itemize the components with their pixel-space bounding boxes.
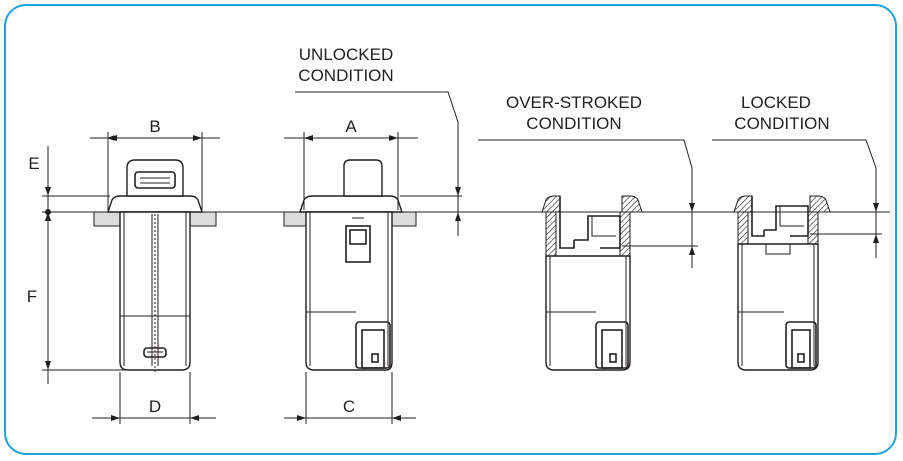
dimension-E: E (28, 146, 110, 221)
dimension-B: B (90, 117, 220, 210)
label-F: F (27, 287, 37, 306)
unlocked-label-line1: UNLOCKED (299, 45, 393, 64)
dimension-A: A (284, 117, 418, 210)
label-A: A (345, 117, 357, 136)
label-B: B (149, 117, 160, 136)
over-stroked-label-line1: OVER-STROKED (506, 93, 642, 112)
label-C: C (343, 397, 355, 416)
clip-locked (733, 195, 831, 371)
dimension-C: C (284, 372, 416, 424)
clip-front-view-unlocked (283, 159, 417, 371)
locked-label-line1: LOCKED (741, 93, 811, 112)
callout-locked: LOCKED CONDITION (712, 93, 882, 258)
label-D: D (149, 397, 161, 416)
over-stroked-label-line2: CONDITION (526, 114, 621, 133)
callout-over-stroked: OVER-STROKED CONDITION (478, 93, 698, 268)
callout-unlocked: UNLOCKED CONDITION (295, 45, 462, 236)
locked-label-line2: CONDITION (734, 114, 829, 133)
dimension-D: D (92, 372, 216, 424)
label-E: E (28, 154, 39, 173)
clip-side-view (93, 159, 217, 372)
clip-over-stroked (541, 195, 643, 371)
unlocked-label-line2: CONDITION (298, 66, 393, 85)
dimension-F: F (27, 212, 152, 384)
